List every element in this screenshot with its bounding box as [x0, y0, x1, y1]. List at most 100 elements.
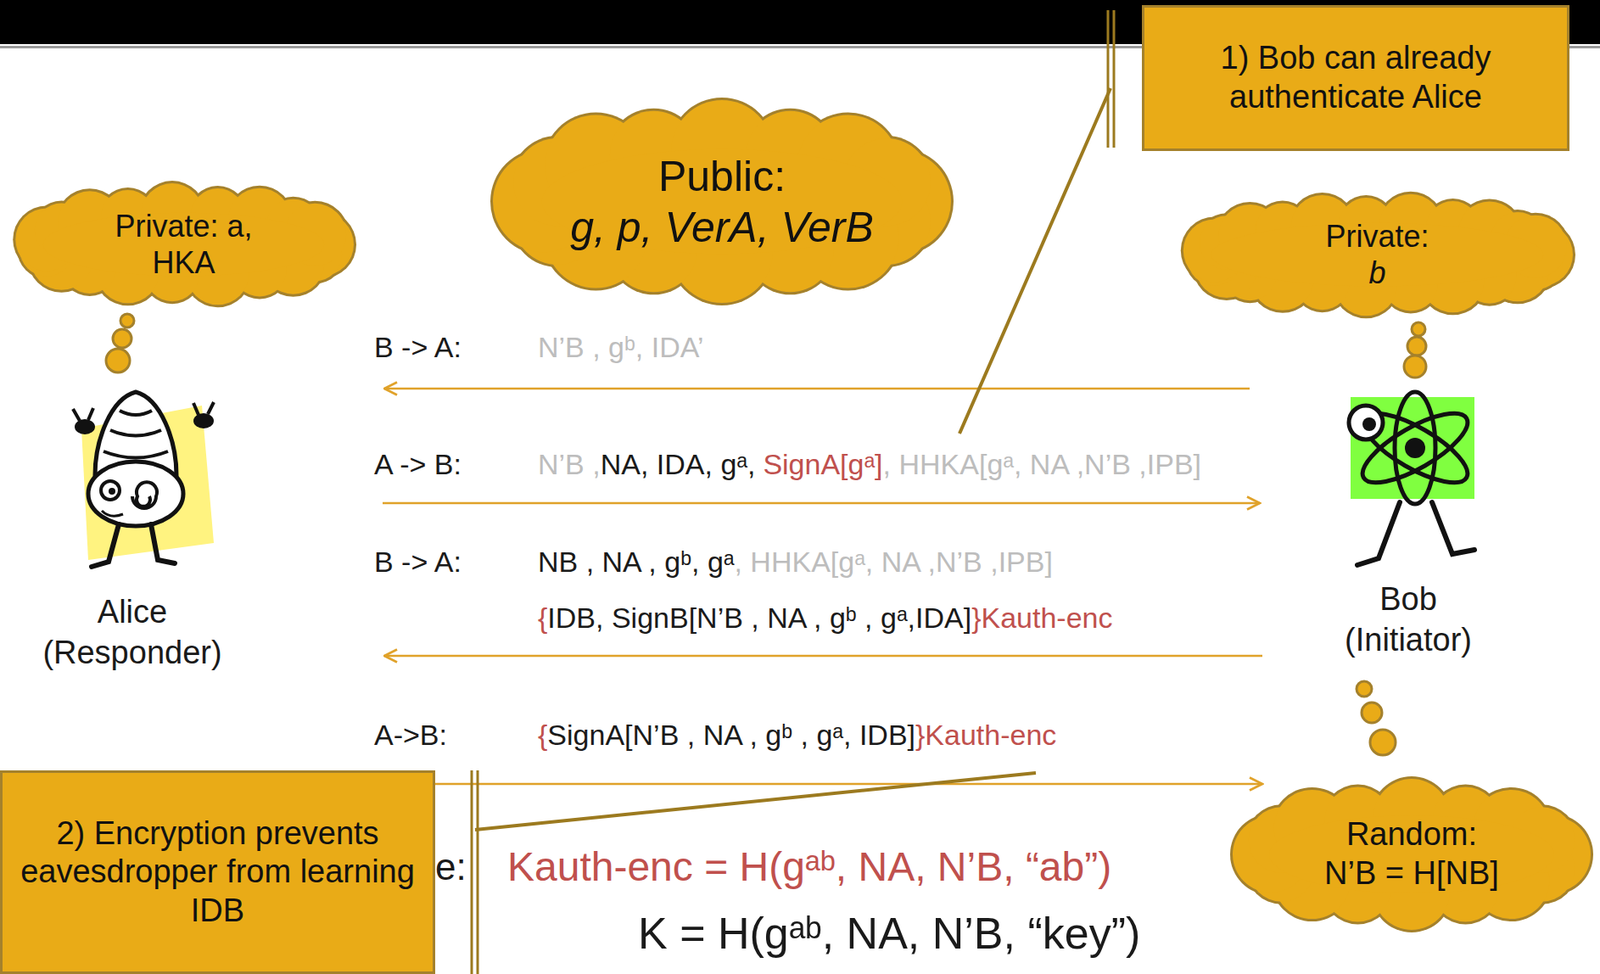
- thought-bubble-tails: [1407, 336, 1427, 356]
- text-row: {IDB, SignB[N’B , NA , gᵇ , gᵃ,IDA]}Kaut…: [537, 600, 1114, 636]
- message-direction: A -> B:: [374, 447, 462, 481]
- alice-figure: [74, 419, 96, 435]
- text-holder: Public:g, p, VerA, VerB: [489, 96, 955, 307]
- text-row: A->B:: [374, 717, 448, 753]
- bob-figure: [1404, 437, 1426, 459]
- text-row: B -> A:: [374, 330, 462, 365]
- key-derivation: Kauth-enc = H(gᵃᵇ, NA, N’B, “ab”): [507, 844, 1112, 890]
- thought-bubble-tails: [1411, 322, 1426, 336]
- bob-figure: [1394, 391, 1436, 504]
- bob-figure: [1362, 417, 1377, 431]
- alice-figure: [72, 408, 94, 421]
- text-holder: Random:N’B = H[NB]: [1229, 775, 1595, 934]
- message-text: SignA[gᵃ]: [762, 447, 883, 481]
- message-arrows: [382, 388, 1263, 784]
- alice-figure: [88, 461, 184, 526]
- message-arrows: [384, 654, 1263, 658]
- alice-figure: [101, 510, 124, 516]
- alice-figure: [103, 410, 168, 459]
- thought-bubble-tails: [120, 313, 135, 328]
- message-text: {: [537, 718, 548, 751]
- thought-bubble-tails: [106, 313, 1427, 756]
- cloud-fill: [542, 149, 902, 254]
- thought-bubble-tails: [1356, 681, 1372, 697]
- alice-figure: [193, 402, 214, 415]
- cloud-shape: [489, 96, 955, 307]
- cloud-fill: [1269, 815, 1555, 894]
- cloud-shape: [1178, 190, 1577, 319]
- message-text: IDB, SignB[N’B , NA , gᵇ , gᵃ,IDA]: [547, 601, 972, 634]
- callout-box: 1) Bob can already authenticate Alice: [1141, 5, 1570, 152]
- bob-figure: [1357, 502, 1475, 566]
- thought-bubble-tails: [112, 329, 132, 348]
- message-text: }Kauth-enc: [971, 601, 1113, 634]
- message-direction: A->B:: [374, 718, 448, 751]
- message-text: N’B ,: [537, 447, 601, 481]
- cloud-text: Private:: [1325, 218, 1429, 255]
- text-holder: Private:b: [1178, 190, 1577, 319]
- text-holder: 1) Bob can already authenticate Alice: [1144, 7, 1567, 149]
- thought-cloud: Private: a, HKA: [10, 179, 358, 309]
- callout-box: 2) Encryption prevents eavesdropper from…: [0, 770, 436, 974]
- message-text: {: [537, 601, 548, 634]
- message-direction: B -> A:: [374, 545, 462, 578]
- alice-figure: [91, 524, 175, 567]
- cloud-text: Random:: [1346, 815, 1477, 855]
- alice-figure: [132, 481, 157, 509]
- bob-figure: [1348, 405, 1383, 440]
- cloud-text: Public:: [658, 151, 786, 202]
- partial-label: e:: [435, 845, 467, 888]
- cloud-shape: [10, 179, 358, 309]
- text-row: N’B , gᵇ, IDA’: [537, 330, 704, 365]
- callout-leaders: [470, 770, 474, 974]
- message-arrows: [382, 783, 1263, 786]
- thought-bubble-tails: [1404, 355, 1427, 378]
- text-holder: 2) Encryption prevents eavesdropper from…: [2, 772, 433, 972]
- callout-leaders: [476, 770, 480, 974]
- key-derivation: K = H(gᵃᵇ, NA, N’B, “key”): [637, 908, 1141, 958]
- alice-figure: [108, 487, 116, 495]
- message-arrows: [382, 502, 1260, 505]
- text-row: N’B ,NA, IDA, gᵃ,SignA[gᵃ], HHKA[gᵃ, NA …: [537, 447, 1202, 482]
- message-text: , HHKA[gᵃ, NA ,N’B ,IPB]: [733, 545, 1052, 578]
- callout-text: 1) Bob can already authenticate Alice: [1159, 39, 1552, 117]
- callout-text: 2) Encryption prevents eavesdropper from…: [17, 814, 418, 931]
- cloud-text: N’B = H[NB]: [1324, 854, 1500, 894]
- cloud-shape: [1229, 775, 1595, 934]
- text-row: Kauth-enc = H(gᵃᵇ, NA, N’B, “ab”): [507, 842, 1112, 892]
- actor-name: Alice (Responder): [42, 593, 222, 671]
- thought-cloud: Public:g, p, VerA, VerB: [489, 96, 955, 307]
- text-holder: Private: a, HKA: [10, 179, 358, 309]
- alice-figure: [193, 413, 214, 429]
- alice-figure: [72, 391, 214, 567]
- thought-bubble-tails: [1370, 729, 1396, 756]
- callout-leaders: [471, 10, 1114, 974]
- cloud-text: g, p, VerA, VerB: [570, 201, 874, 253]
- bob-figure: [1348, 391, 1477, 566]
- thought-cloud: Private:b: [1178, 190, 1577, 319]
- alice-figure: [100, 481, 120, 500]
- callout-leaders: [475, 772, 1036, 830]
- message-direction: B -> A:: [374, 330, 462, 364]
- cloud-text: b: [1368, 254, 1386, 291]
- cloud-text: Private: a, HKA: [86, 207, 282, 281]
- text-row: K = H(gᵃᵇ, NA, N’B, “key”): [637, 906, 1141, 960]
- thought-bubble-tails: [1361, 702, 1382, 723]
- message-text: SignA[N’B , NA , gᵇ , gᵃ, IDB]: [547, 718, 916, 751]
- text-row: {SignA[N’B , NA , gᵇ , gᵃ, IDB]}Kauth-en…: [537, 717, 1057, 753]
- text-row: e:: [435, 844, 467, 890]
- message-text: NB , NA , gᵇ, gᵃ: [537, 545, 734, 578]
- callout-leaders: [959, 88, 1111, 434]
- actor-name: Bob (Initiator): [1344, 581, 1472, 658]
- text-row: A -> B:: [374, 447, 462, 482]
- message-text: , HHKA[gᵃ, NA ,N’B ,IPB]: [883, 447, 1202, 481]
- text-row: B -> A:: [374, 544, 462, 580]
- thought-cloud: Random:N’B = H[NB]: [1229, 775, 1595, 934]
- text-row: NB , NA , gᵇ, gᵃ, HHKA[gᵃ, NA ,N’B ,IPB]: [537, 544, 1053, 580]
- message-text: NA, IDA, gᵃ,: [600, 447, 756, 481]
- text-row: Alice (Responder): [26, 592, 239, 673]
- message-text: N’B , gᵇ, IDA’: [537, 330, 704, 364]
- text-row: Bob (Initiator): [1314, 579, 1502, 661]
- thought-bubble-tails: [106, 348, 130, 373]
